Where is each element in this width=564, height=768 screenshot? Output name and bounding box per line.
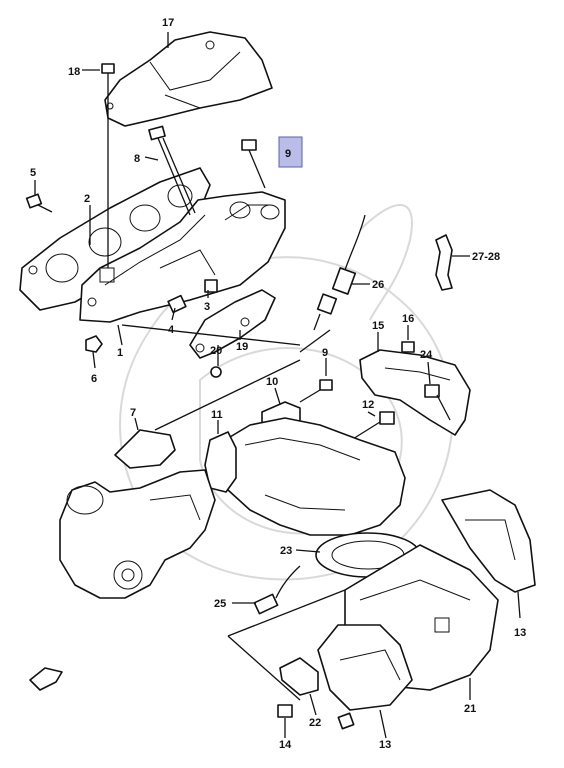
part-14-bolt[interactable]	[277, 704, 293, 718]
callout-6[interactable]: 6	[91, 373, 97, 385]
part-20-bolt[interactable]	[210, 366, 222, 378]
callout-23[interactable]: 23	[280, 545, 292, 557]
part-27-28-clip[interactable]	[435, 234, 453, 291]
part-13-bolt[interactable]	[337, 712, 355, 730]
callout-13-right[interactable]: 13	[514, 627, 526, 639]
part-16-bolt[interactable]	[401, 341, 415, 353]
part-5-stud[interactable]	[25, 193, 53, 213]
leader-lines	[34, 32, 521, 739]
callout-4[interactable]: 4	[168, 324, 175, 336]
part-8-stud[interactable]	[148, 125, 196, 216]
guide-lines	[107, 82, 346, 701]
part-19-bracket[interactable]	[189, 289, 276, 359]
part-13-lower-heat-shield[interactable]	[317, 624, 413, 711]
part-12-bolt[interactable]	[347, 411, 395, 443]
callout-11[interactable]: 11	[211, 409, 223, 421]
part-4-nut[interactable]	[167, 294, 187, 314]
callout-19[interactable]: 19	[236, 341, 248, 353]
callout-21[interactable]: 21	[464, 703, 476, 715]
part-24-bolt[interactable]	[424, 384, 451, 421]
callout-7[interactable]: 7	[130, 407, 136, 419]
part-11-gasket[interactable]	[204, 431, 237, 493]
callout-24[interactable]: 24	[420, 349, 433, 361]
part-1-exhaust-manifold[interactable]	[79, 191, 286, 323]
callout-26[interactable]: 26	[372, 279, 384, 291]
callout-14[interactable]: 14	[279, 739, 292, 751]
part-6-nut[interactable]	[85, 335, 103, 353]
part-3-bolt[interactable]	[204, 279, 218, 293]
part-26-oxygen-sensor[interactable]	[313, 214, 366, 331]
part-25-sensor[interactable]	[253, 565, 301, 615]
callout-9-highlighted[interactable]: 9	[285, 148, 291, 160]
highlighted-callout-box	[278, 136, 303, 168]
callout-9[interactable]: 9	[322, 347, 328, 359]
exhaust-center-pipe[interactable]	[214, 417, 406, 536]
callout-13-bottom[interactable]: 13	[379, 739, 391, 751]
callout-15[interactable]: 15	[372, 320, 384, 332]
callout-17[interactable]: 17	[162, 17, 174, 29]
callout-16[interactable]: 16	[402, 313, 414, 325]
callout-20[interactable]: 20	[210, 345, 222, 357]
callout-labels: 1 2 3 4 5 6 7 8 9 9 10 11 12 13 13 14 15…	[30, 17, 526, 751]
front-direction-arrow-icon	[29, 667, 63, 691]
part-13-right-heat-shield[interactable]	[441, 489, 536, 593]
callout-8[interactable]: 8	[134, 153, 140, 165]
part-15-heat-shield[interactable]	[359, 349, 471, 436]
callout-22[interactable]: 22	[309, 717, 321, 729]
callout-18[interactable]: 18	[68, 66, 80, 78]
part-18-bolt[interactable]	[101, 63, 115, 82]
part-2-manifold-gasket[interactable]	[19, 167, 211, 311]
callout-10[interactable]: 10	[266, 376, 278, 388]
part-7-bracket[interactable]	[114, 429, 176, 469]
callout-3[interactable]: 3	[204, 301, 210, 313]
callout-12[interactable]: 12	[362, 399, 374, 411]
callout-1[interactable]: 1	[117, 347, 123, 359]
part-22-bracket[interactable]	[279, 657, 319, 696]
part-9-upper-bolt[interactable]	[241, 139, 266, 189]
callout-27-28[interactable]: 27-28	[472, 251, 500, 263]
part-9-mid-bolt[interactable]	[299, 379, 333, 403]
callout-25[interactable]: 25	[214, 598, 226, 610]
turbocharger[interactable]	[59, 469, 216, 599]
callout-5[interactable]: 5	[30, 167, 36, 179]
part-17-upper-heat-shield[interactable]	[104, 31, 273, 127]
callout-2[interactable]: 2	[84, 193, 90, 205]
